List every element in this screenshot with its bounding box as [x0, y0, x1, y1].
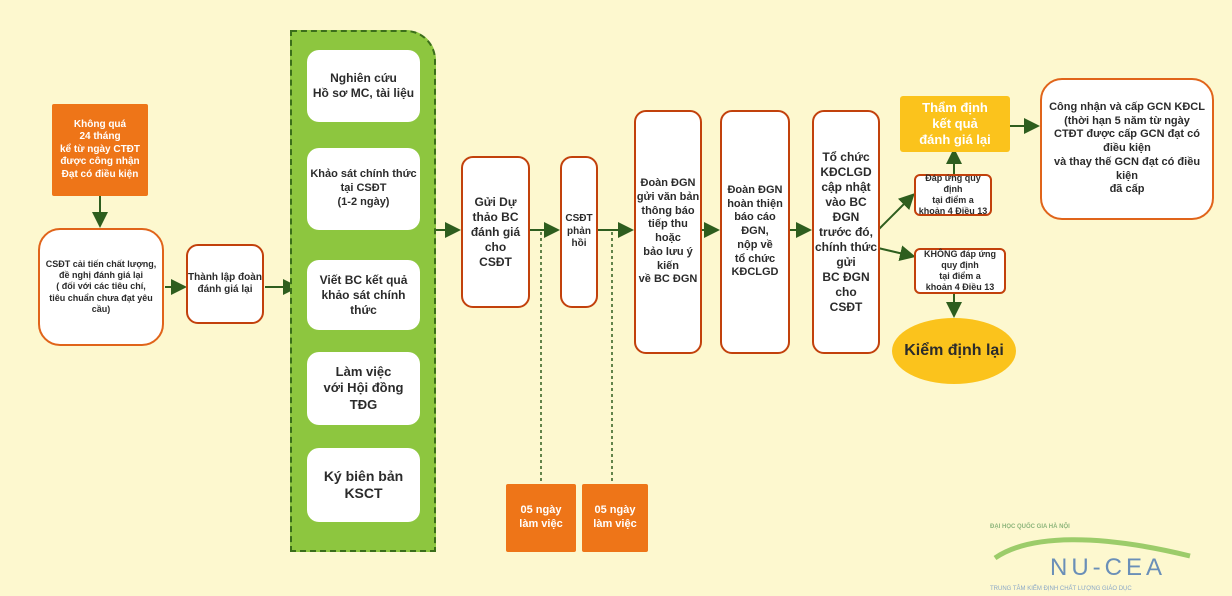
- box-to-chuc: Tổ chức KĐCLGD cập nhật vào BC ĐGN trước…: [812, 110, 880, 354]
- arrow-tochuc-dapung: [877, 193, 915, 231]
- logo-top-text: ĐẠI HỌC QUỐC GIA HÀ NỘI: [990, 524, 1070, 530]
- box-csdt-cai-tien: CSĐT cải tiến chất lượng, đề nghị đánh g…: [38, 228, 164, 346]
- box-gui-du-thao: Gửi Dự thảo BC đánh giá cho CSĐT: [461, 156, 530, 308]
- logo-bottom-text: TRUNG TÂM KIỂM ĐỊNH CHẤT LƯỢNG GIÁO DỤC: [990, 586, 1132, 592]
- box-tham-dinh: Thẩm định kết quả đánh giá lại: [900, 96, 1010, 152]
- box-thanh-lap: Thành lập đoàn đánh giá lại: [186, 244, 264, 324]
- box-khong-dap-ung: KHÔNG đáp ứng quy định tại điểm a khoản …: [914, 248, 1006, 294]
- nu-cea-logo: ĐẠI HỌC QUỐC GIA HÀ NỘI NU-CEA TRUNG TÂM…: [990, 524, 1220, 594]
- box-doan-dgn-hoan-thien: Đoàn ĐGN hoàn thiện báo cáo ĐGN, nộp về …: [720, 110, 790, 354]
- logo-mark: NU-CEA: [1050, 554, 1167, 581]
- box-kiem-dinh-lai: Kiểm định lại: [892, 318, 1016, 384]
- arrow-tochuc-khongdapung: [877, 245, 916, 262]
- box-ky-bien-ban: Ký biên bản KSCT: [307, 448, 420, 522]
- box-khao-sat: Khảo sát chính thức tại CSĐT (1-2 ngày): [307, 148, 420, 230]
- box-khong-qua: Không quá 24 tháng kể từ ngày CTĐT được …: [52, 104, 148, 196]
- box-dap-ung: Đáp ứng quy định tại điểm a khoản 4 Điều…: [914, 173, 992, 216]
- box-doan-dgn-gui: Đoàn ĐGN gửi văn bản thông báo tiếp thu …: [634, 110, 702, 354]
- box-cong-nhan: Công nhận và cấp GCN KĐCL (thời hạn 5 nă…: [1040, 78, 1214, 220]
- box-csdt-phan-hoi: CSĐT phản hồi: [560, 156, 598, 308]
- logo-swoosh-icon: [993, 537, 1191, 561]
- box-nghien-cuu: Nghiên cứu Hồ sơ MC, tài liệu: [307, 50, 420, 122]
- box-lam-viec: Làm việc với Hội đồng TĐG: [307, 352, 420, 425]
- box-viet-bc: Viết BC kết quả khảo sát chính thức: [307, 260, 420, 330]
- box-05-ngay-1: 05 ngày làm việc: [506, 484, 576, 552]
- box-05-ngay-2: 05 ngày làm việc: [582, 484, 648, 552]
